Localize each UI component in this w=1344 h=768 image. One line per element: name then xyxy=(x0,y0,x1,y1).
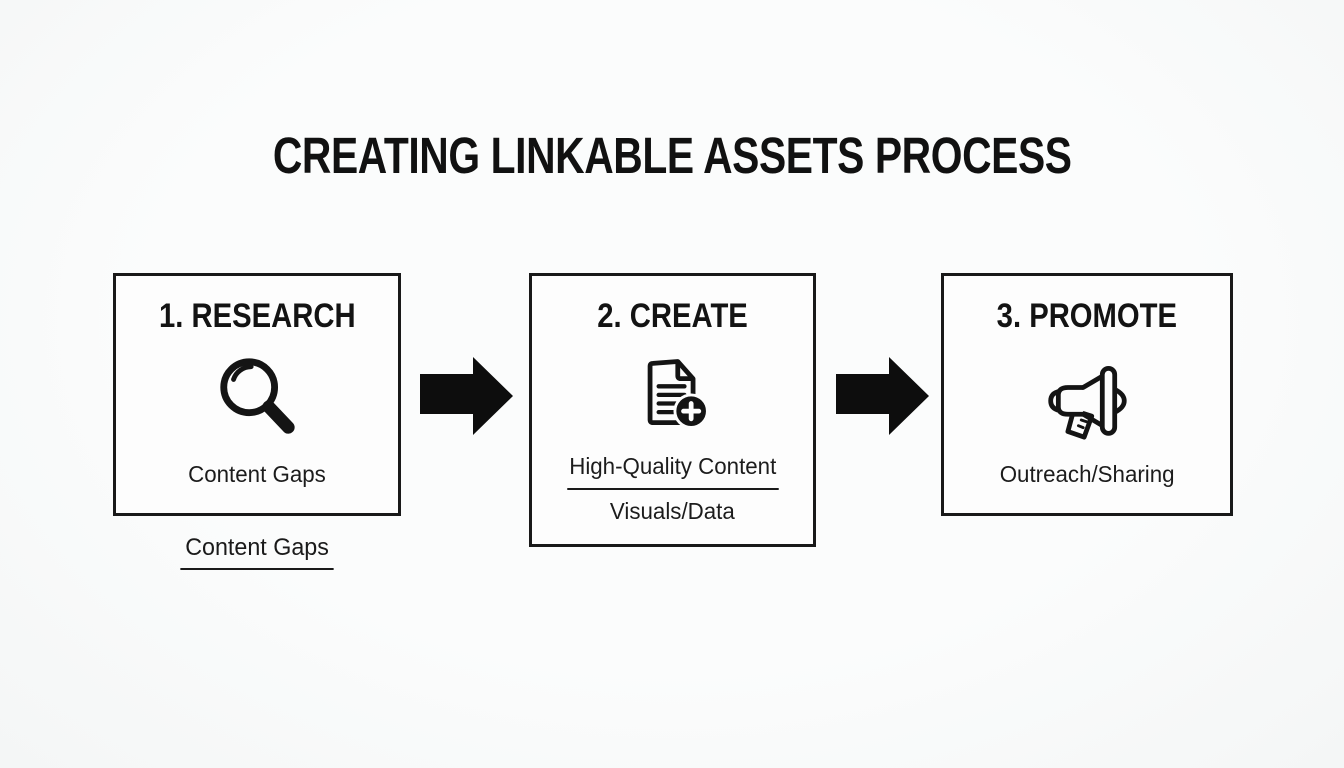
create-label-stack: High-Quality Content Visuals/Data xyxy=(564,452,782,527)
step-heading-research: 1. RESEARCH xyxy=(158,297,356,335)
page-title: CREATING LINKABLE ASSETS PROCESS xyxy=(272,127,1072,184)
step-label-underlined: High-Quality Content xyxy=(567,452,778,491)
document-add-icon xyxy=(630,335,716,451)
step-label: Visuals/Data xyxy=(610,498,735,525)
megaphone-icon xyxy=(1039,335,1135,460)
step-box-promote: 3. PROMOTE Outreach/Sharing xyxy=(941,273,1233,516)
title-row: CREATING LINKABLE ASSETS PROCESS xyxy=(0,126,1344,185)
magnifier-icon xyxy=(213,335,301,460)
step-box-research: 1. RESEARCH Content Gaps xyxy=(113,273,401,516)
arrow-right-icon xyxy=(836,357,929,435)
step-label: Content Gaps xyxy=(188,461,326,488)
step-label: Outreach/Sharing xyxy=(999,461,1175,488)
step-heading-create: 2. CREATE xyxy=(597,297,748,335)
arrow-right-icon xyxy=(420,357,513,435)
step-box-create: 2. CREATE High-Quality Content Visuals/D… xyxy=(529,273,816,547)
step-heading-promote: 3. PROMOTE xyxy=(996,297,1178,335)
annotation-content-gaps: Content Gaps xyxy=(113,534,401,570)
annotation-text: Content Gaps xyxy=(180,534,334,570)
